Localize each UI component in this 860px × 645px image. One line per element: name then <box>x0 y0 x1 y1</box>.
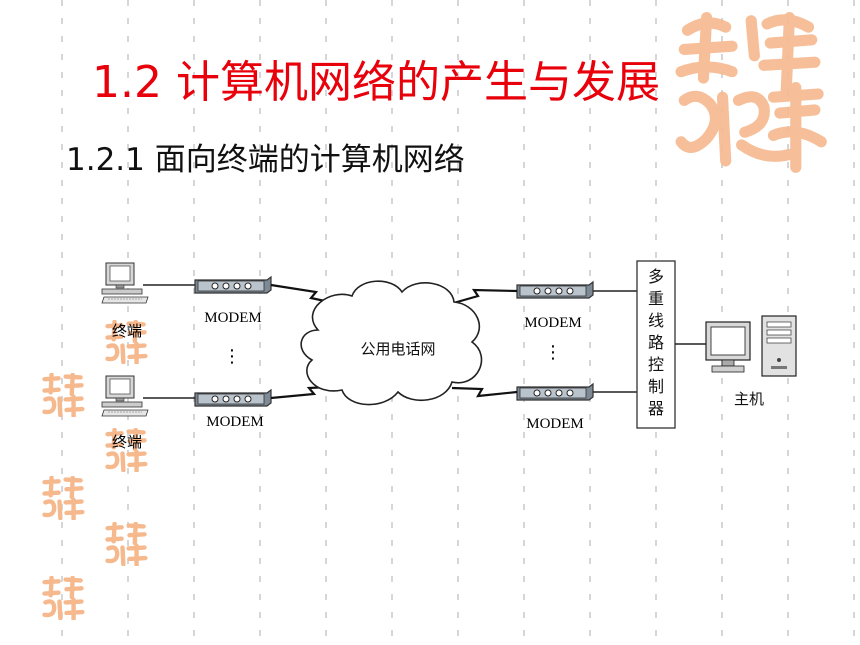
multiplexer-label-char: 制 <box>648 378 664 396</box>
host-computer-icon <box>705 315 797 377</box>
modem-label: MODEM <box>524 315 582 331</box>
ellipsis: ⋮ <box>223 346 241 367</box>
computer-terminal-icon <box>101 375 149 417</box>
multiplexer-label-char: 重 <box>648 290 664 308</box>
multiplexer-label-char: 路 <box>648 334 664 352</box>
multiplexer-label-char: 器 <box>648 400 664 418</box>
computer-terminal-icon <box>101 262 149 304</box>
multiplexer-label-char: 多 <box>648 268 664 286</box>
seal-stamp-icon <box>42 476 85 520</box>
multiplexer-box <box>636 260 676 429</box>
modem-label: MODEM <box>526 416 584 432</box>
multiplexer-label-char: 线 <box>648 312 664 330</box>
seal-stamp-icon <box>105 522 148 566</box>
modem-icon <box>194 276 272 294</box>
multiplexer-label-char: 控 <box>648 356 664 374</box>
cloud-label: 公用电话网 <box>360 340 435 358</box>
modem-icon <box>516 281 594 299</box>
modem-icon <box>516 383 594 401</box>
terminal-label: 终端 <box>112 323 142 340</box>
modem-label: MODEM <box>204 310 262 326</box>
seal-stamp-icon <box>42 373 85 417</box>
seal-stamp-icon <box>105 320 148 364</box>
host-label: 主机 <box>734 390 764 408</box>
seal-stamp-icon <box>675 11 827 173</box>
section-subtitle: 1.2.1 面向终端的计算机网络 <box>66 142 465 178</box>
modem-icon <box>194 389 272 407</box>
cloud-icon <box>300 280 483 406</box>
seal-stamp-icon <box>105 428 148 472</box>
seal-stamp-icon <box>42 576 85 620</box>
terminal-label: 终端 <box>112 434 142 451</box>
ellipsis: ⋮ <box>544 342 562 363</box>
modem-label: MODEM <box>206 414 264 430</box>
slide-title: 1.2 计算机网络的产生与发展 <box>92 57 660 108</box>
